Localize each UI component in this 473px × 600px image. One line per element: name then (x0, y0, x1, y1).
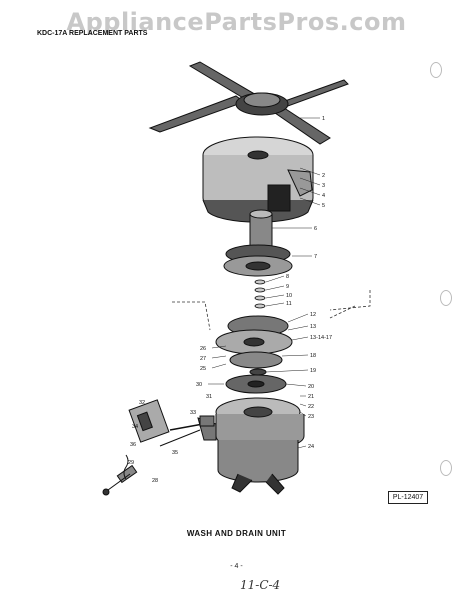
callout-32: 32 (139, 400, 145, 406)
callout-5: 5 (322, 203, 325, 209)
callout-34: 34 (132, 424, 138, 430)
callout-1: 1 (322, 116, 325, 122)
leader-lines (208, 117, 321, 449)
callout-10: 10 (286, 293, 292, 299)
callout-28: 28 (152, 478, 158, 484)
callout-35: 35 (172, 450, 178, 456)
binder-hole-top (430, 62, 442, 78)
callout-13: 13 (310, 324, 316, 330)
binder-hole-bottom (440, 460, 452, 476)
page-header: KDC-17A REPLACEMENT PARTS (37, 30, 148, 37)
callout-25: 25 (200, 366, 206, 372)
drain-pump-body (197, 374, 305, 495)
callouts-left: 26 27 25 30 31 32 33 34 35 36 29 28 (128, 346, 212, 484)
callout-33: 33 (190, 410, 196, 416)
callout-29: 29 (128, 460, 134, 466)
callout-22: 22 (308, 404, 314, 410)
callout-9: 9 (286, 284, 289, 290)
callout-combined-13-14-17: 13-14-17 (310, 335, 332, 341)
washers-stack (254, 279, 266, 309)
shaft-column (223, 209, 293, 277)
callout-21: 21 (308, 394, 314, 400)
callout-18: 18 (310, 353, 316, 359)
callout-31: 31 (206, 394, 212, 400)
spray-arm (148, 61, 349, 145)
callouts-right: 1 2 3 4 5 6 7 8 9 10 11 12 13 14 13-14-1… (286, 116, 332, 450)
callout-23: 23 (308, 414, 314, 420)
callout-24: 24 (308, 444, 314, 450)
callout-4: 4 (322, 193, 325, 199)
drain-hose-path (172, 290, 371, 331)
solenoid-assembly (102, 399, 215, 496)
callout-26: 26 (200, 346, 206, 352)
binder-hole-middle (440, 290, 452, 306)
callout-7: 7 (314, 254, 317, 260)
callout-19: 19 (310, 368, 316, 374)
callout-3: 3 (322, 183, 325, 189)
diagram-caption: WASH AND DRAIN UNIT (186, 529, 287, 538)
callout-2: 2 (322, 173, 325, 179)
callout-12: 12 (310, 312, 316, 318)
callout-20: 20 (308, 384, 314, 390)
callout-27: 27 (200, 356, 206, 362)
handwritten-note: 11-C-4 (240, 578, 281, 592)
callout-6: 6 (314, 226, 317, 232)
impeller-housing (202, 136, 314, 223)
callout-36: 36 (130, 442, 136, 448)
plate-reference-code: PL-12407 (388, 491, 428, 504)
pump-plate (215, 315, 293, 376)
callout-30: 30 (196, 382, 202, 388)
page-number: - 4 - (230, 563, 243, 570)
watermark: AppliancePartsPros.com (66, 8, 407, 36)
callout-11: 11 (286, 301, 292, 307)
callout-8: 8 (286, 274, 289, 280)
